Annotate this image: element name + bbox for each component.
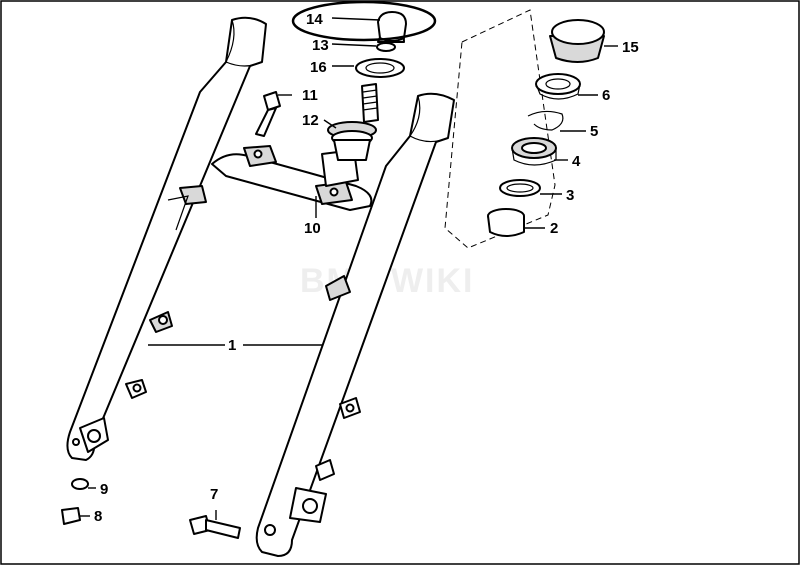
- steering-stem: [327, 83, 379, 161]
- leader-lines: [80, 17, 618, 520]
- callout-13: 13: [312, 37, 329, 54]
- callout-3: 3: [566, 187, 574, 204]
- callout-15: 15: [622, 39, 639, 56]
- callout-10: 10: [304, 220, 321, 237]
- bearing-stack: [487, 19, 605, 237]
- callout-labels: 1 2 3 4 5 6 7 8 9 10 11 12 13 14 15 16: [94, 11, 639, 525]
- callout-5: 5: [590, 123, 598, 140]
- callout-12: 12: [302, 112, 319, 129]
- clamp-bolt: [255, 91, 281, 137]
- callout-4: 4: [572, 153, 581, 170]
- callout-6: 6: [602, 87, 610, 104]
- callout-9: 9: [100, 481, 108, 498]
- assembly-dashed-outline: [444, 9, 556, 249]
- left-fork-leg: [66, 16, 267, 461]
- callout-7: 7: [210, 486, 218, 503]
- top-stack-parts: [355, 11, 407, 78]
- callout-8: 8: [94, 508, 102, 525]
- fork-bridge: [211, 145, 373, 211]
- highlight-oval: [291, 0, 437, 42]
- callout-2: 2: [550, 220, 558, 237]
- right-fork-leg: [255, 92, 455, 557]
- callout-11: 11: [302, 87, 318, 104]
- small-parts: [61, 478, 241, 539]
- callout-14: 14: [306, 11, 323, 28]
- callout-16: 16: [310, 59, 327, 76]
- callout-1: 1: [228, 337, 236, 354]
